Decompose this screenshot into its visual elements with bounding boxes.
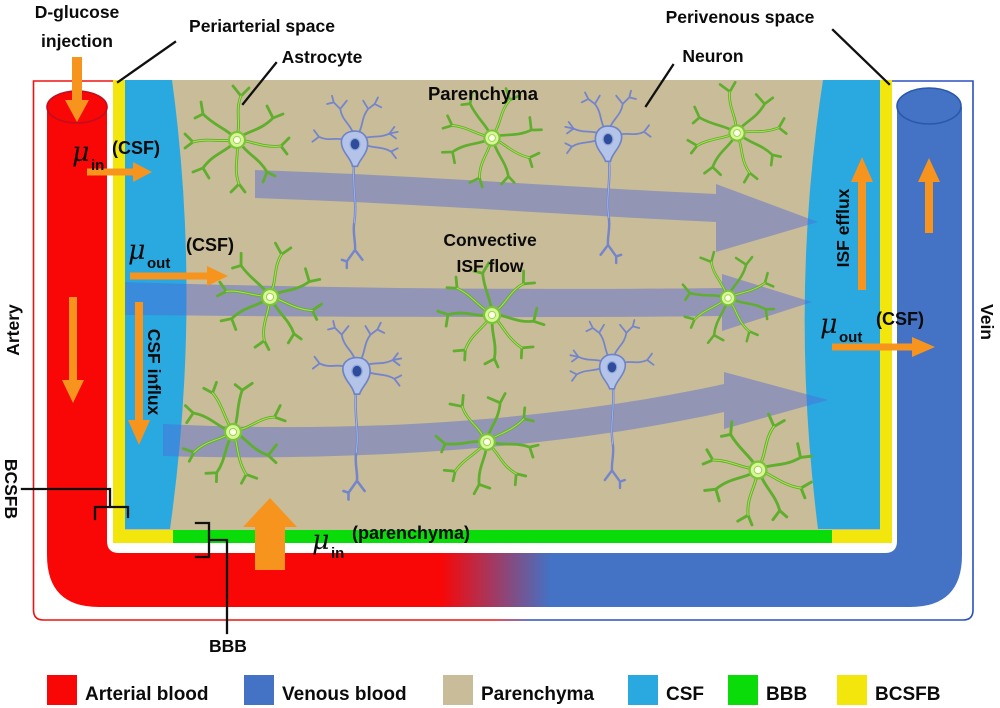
mu-out-csf-left-label: μ out (CSF) bbox=[128, 235, 234, 272]
periarterial-callout-line bbox=[116, 40, 177, 84]
mu-in-parenchyma-arrow bbox=[243, 498, 297, 570]
vessel-outline-box bbox=[32, 80, 974, 621]
legend-swatch-bbb bbox=[728, 675, 758, 705]
parenchyma-label: Parenchyma bbox=[428, 83, 539, 104]
mu-in-parenchyma-label: μ in (parenchyma) bbox=[312, 523, 470, 562]
legend-label-parenchyma: Parenchyma bbox=[481, 684, 594, 705]
mu-suffix: (CSF) bbox=[112, 138, 160, 158]
mu-symbol: μ bbox=[128, 235, 146, 266]
legend-swatch-arterial bbox=[47, 675, 77, 705]
legend-item: Arterial blood bbox=[47, 675, 209, 705]
mu-suffix: (parenchyma) bbox=[352, 523, 470, 543]
legend-swatch-parenchyma bbox=[443, 675, 473, 705]
bcsfb-strip-right bbox=[880, 80, 892, 543]
bbb-callout bbox=[194, 521, 229, 635]
mu-symbol: μ bbox=[312, 525, 330, 556]
isf-efflux-arrow bbox=[851, 157, 873, 290]
convective-isf-label-line1: Convective bbox=[443, 230, 537, 250]
csf-influx-arrow bbox=[128, 302, 150, 445]
vein-flow-arrow bbox=[918, 158, 940, 233]
perivenous-callout-line bbox=[831, 28, 891, 86]
d-glucose-label-line1: D-glucose bbox=[35, 2, 120, 22]
legend-label-arterial: Arterial blood bbox=[85, 684, 209, 705]
mu-in-csf-arrow bbox=[87, 162, 152, 182]
mu-subscript: in bbox=[331, 545, 344, 562]
legend-swatch-bcsfb bbox=[837, 675, 867, 705]
vein-label: Vein bbox=[977, 304, 997, 340]
bcsfb-strip-left bbox=[113, 80, 125, 543]
perivenous-space-label: Perivenous space bbox=[666, 7, 815, 27]
legend-item: Parenchyma bbox=[443, 675, 594, 705]
csf-region-right bbox=[804, 80, 880, 529]
mu-subscript: out bbox=[147, 255, 170, 272]
bbb-strip bbox=[173, 530, 832, 543]
convective-isf-label-line2: ISF flow bbox=[456, 256, 523, 276]
bcsfb-strip-right-bottom bbox=[832, 530, 892, 543]
legend-item: Venous blood bbox=[244, 675, 407, 705]
artery-label: Artery bbox=[3, 304, 23, 356]
bcsfb-strip-left-bottom bbox=[113, 530, 173, 543]
legend-swatch-venous bbox=[244, 675, 274, 705]
periarterial-space-label: Periarterial space bbox=[189, 16, 335, 36]
legend-item: BCSFB bbox=[837, 675, 940, 705]
legend-label-bcsfb: BCSFB bbox=[875, 684, 940, 705]
isf-band-bottom bbox=[163, 372, 828, 458]
mu-subscript: out bbox=[839, 329, 862, 346]
bcsfb-callout bbox=[20, 487, 130, 521]
callout-lines bbox=[20, 28, 891, 635]
legend-label-csf: CSF bbox=[666, 684, 704, 705]
bbb-label: BBB bbox=[209, 636, 247, 656]
legend-label-bbb: BBB bbox=[766, 684, 807, 705]
neuron-callout-line bbox=[644, 63, 675, 108]
flow-arrows bbox=[62, 57, 940, 570]
mu-out-csf-right-arrow bbox=[832, 337, 935, 357]
neuron-label: Neuron bbox=[682, 46, 743, 66]
mu-in-csf-label: μ in (CSF) bbox=[72, 137, 160, 174]
legend-swatch-csf bbox=[628, 675, 658, 705]
blood-vessel-u bbox=[47, 107, 962, 607]
mu-symbol: μ bbox=[820, 309, 838, 340]
bcsfb-label: BCSFB bbox=[1, 459, 21, 519]
mu-suffix: (CSF) bbox=[876, 309, 924, 329]
astrocyte-callout-line bbox=[241, 61, 278, 106]
mu-out-csf-left-arrow bbox=[130, 266, 228, 286]
d-glucose-label-line2: injection bbox=[41, 31, 113, 51]
astrocyte-label: Astrocyte bbox=[282, 47, 363, 67]
mu-subscript: in bbox=[91, 157, 104, 174]
glucose-injection-arrow bbox=[65, 57, 89, 122]
mu-symbol: μ bbox=[72, 137, 90, 168]
vein-top-ellipse bbox=[896, 87, 962, 125]
isf-efflux-label: ISF efflux bbox=[833, 188, 853, 267]
legend-item: CSF bbox=[628, 675, 704, 705]
legend-label-venous: Venous blood bbox=[282, 684, 407, 705]
mu-suffix: (CSF) bbox=[186, 235, 234, 255]
csf-influx-label: CSF influx bbox=[144, 329, 164, 416]
artery-flow-arrow bbox=[62, 297, 84, 403]
legend-item: BBB bbox=[728, 675, 807, 705]
legend: Arterial blood Venous blood Parenchyma C… bbox=[47, 675, 940, 705]
isf-band-top bbox=[255, 170, 818, 252]
mu-out-csf-right-label: μ out (CSF) bbox=[820, 309, 924, 346]
